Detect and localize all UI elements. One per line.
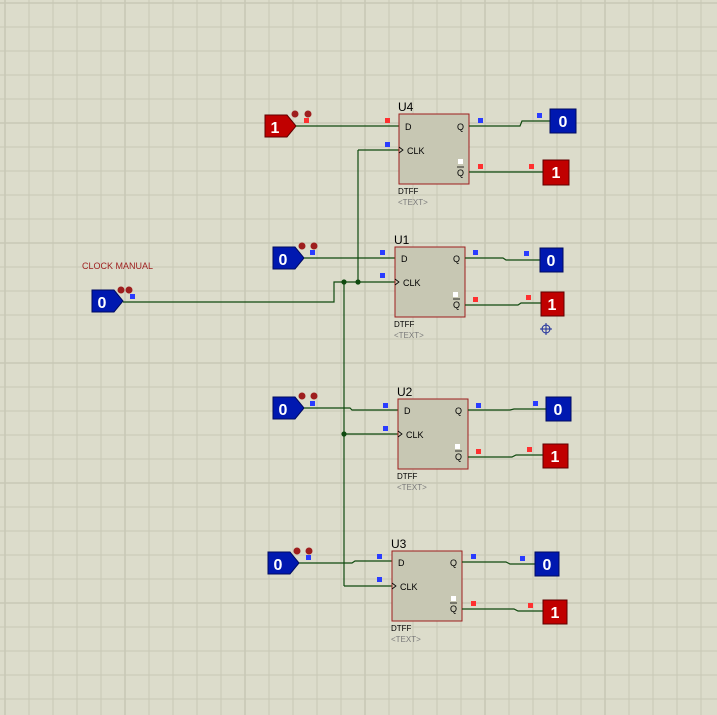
u2-input-value: 0 xyxy=(279,402,288,419)
u1-q-value: 0 xyxy=(547,253,556,270)
clock-junction-dot xyxy=(341,279,347,285)
u1-qbar-value: 1 xyxy=(548,297,557,314)
flipflop-u2[interactable]: 0 U2 D CLK Q Q DTFF <TEXT> 0 1 xyxy=(272,385,572,492)
svg-text:CLK: CLK xyxy=(406,430,424,440)
u3-ref: U3 xyxy=(391,537,407,551)
u1-input-value: 0 xyxy=(279,252,288,269)
u4-ref: U4 xyxy=(398,100,414,114)
svg-text:DTFF: DTFF xyxy=(398,187,419,196)
clock-manual-label: CLOCK MANUAL xyxy=(82,261,153,271)
svg-text:Q: Q xyxy=(453,254,460,264)
u3-q-value: 0 xyxy=(543,557,552,574)
u4-q-value: 0 xyxy=(559,114,568,131)
clock-junction-dot xyxy=(355,279,361,285)
svg-text:Q: Q xyxy=(457,168,464,178)
svg-text:D: D xyxy=(401,254,408,264)
svg-text:DTFF: DTFF xyxy=(397,472,418,481)
u2-q-value: 0 xyxy=(554,402,563,419)
flipflop-u4[interactable]: 1 U4 D CLK Q Q DTFF <TEXT> 0 1 xyxy=(264,100,577,207)
svg-text:CLK: CLK xyxy=(407,146,425,156)
svg-text:CLK: CLK xyxy=(400,582,418,592)
u1-ref: U1 xyxy=(394,233,410,247)
svg-text:D: D xyxy=(404,406,411,416)
svg-text:<TEXT>: <TEXT> xyxy=(391,635,421,644)
svg-text:DTFF: DTFF xyxy=(394,320,415,329)
crosshair-cursor-icon xyxy=(540,323,552,335)
svg-text:Q: Q xyxy=(450,604,457,614)
svg-text:<TEXT>: <TEXT> xyxy=(398,198,428,207)
flipflop-u3[interactable]: 0 U3 D CLK Q Q DTFF <TEXT> 0 1 xyxy=(267,537,568,644)
clock-manual-value: 0 xyxy=(98,295,107,312)
svg-text:Q: Q xyxy=(457,122,464,132)
flipflop-u1[interactable]: 0 U1 D CLK Q Q DTFF <TEXT> 0 1 xyxy=(272,233,565,340)
svg-text:<TEXT>: <TEXT> xyxy=(394,331,424,340)
svg-text:D: D xyxy=(398,558,405,568)
svg-text:<TEXT>: <TEXT> xyxy=(397,483,427,492)
u4-qbar-value: 1 xyxy=(552,165,561,182)
svg-text:CLK: CLK xyxy=(403,278,421,288)
u3-input-value: 0 xyxy=(274,557,283,574)
clock-junction-dot xyxy=(341,431,347,437)
u2-qbar-value: 1 xyxy=(551,449,560,466)
svg-text:D: D xyxy=(405,122,412,132)
u4-input-value: 1 xyxy=(271,120,280,137)
svg-text:Q: Q xyxy=(455,406,462,416)
svg-text:Q: Q xyxy=(450,558,457,568)
svg-text:Q: Q xyxy=(455,452,462,462)
clock-wires xyxy=(123,149,399,587)
svg-text:Q: Q xyxy=(453,300,460,310)
u3-qbar-value: 1 xyxy=(551,605,560,622)
svg-text:DTFF: DTFF xyxy=(391,624,412,633)
clock-manual-input[interactable]: 0 xyxy=(91,286,135,313)
u2-ref: U2 xyxy=(397,385,413,399)
